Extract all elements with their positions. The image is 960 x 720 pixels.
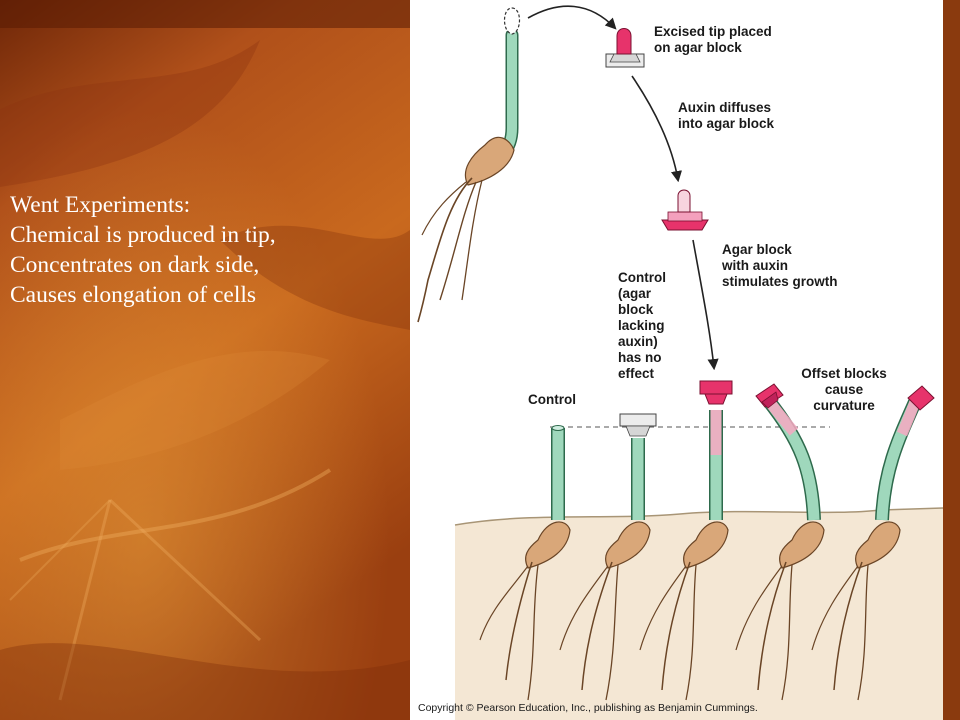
seedling-offset-right — [875, 385, 935, 521]
text-line-2: Concentrates on dark side, — [10, 252, 260, 278]
label-control: Control — [528, 392, 576, 407]
copyright-notice: Copyright © Pearson Education, Inc., pub… — [418, 702, 758, 714]
arrow-diffuse — [631, 75, 683, 183]
text-line-3: Causes elongation of cells — [10, 282, 257, 308]
slide-text: Went Experiments: Chemical is produced i… — [10, 190, 390, 310]
agar-block-with-auxin — [661, 189, 709, 231]
seedling-auxin-block — [699, 380, 733, 520]
seedling-control — [551, 425, 565, 520]
text-line-1: Chemical is produced in tip, — [10, 222, 276, 248]
text-line-heading: Went Experiments: — [10, 192, 191, 218]
arrow-to-agar — [527, 5, 617, 30]
autumn-leaf-background — [0, 0, 410, 720]
seeds-and-roots — [479, 521, 901, 701]
seedling-plain-agar — [619, 413, 657, 520]
seedling-tip-removed — [417, 7, 521, 323]
arrow-to-application — [692, 239, 719, 371]
seedling-offset-left — [755, 383, 821, 521]
soil — [455, 508, 943, 720]
tip-on-agar-block — [605, 28, 645, 68]
